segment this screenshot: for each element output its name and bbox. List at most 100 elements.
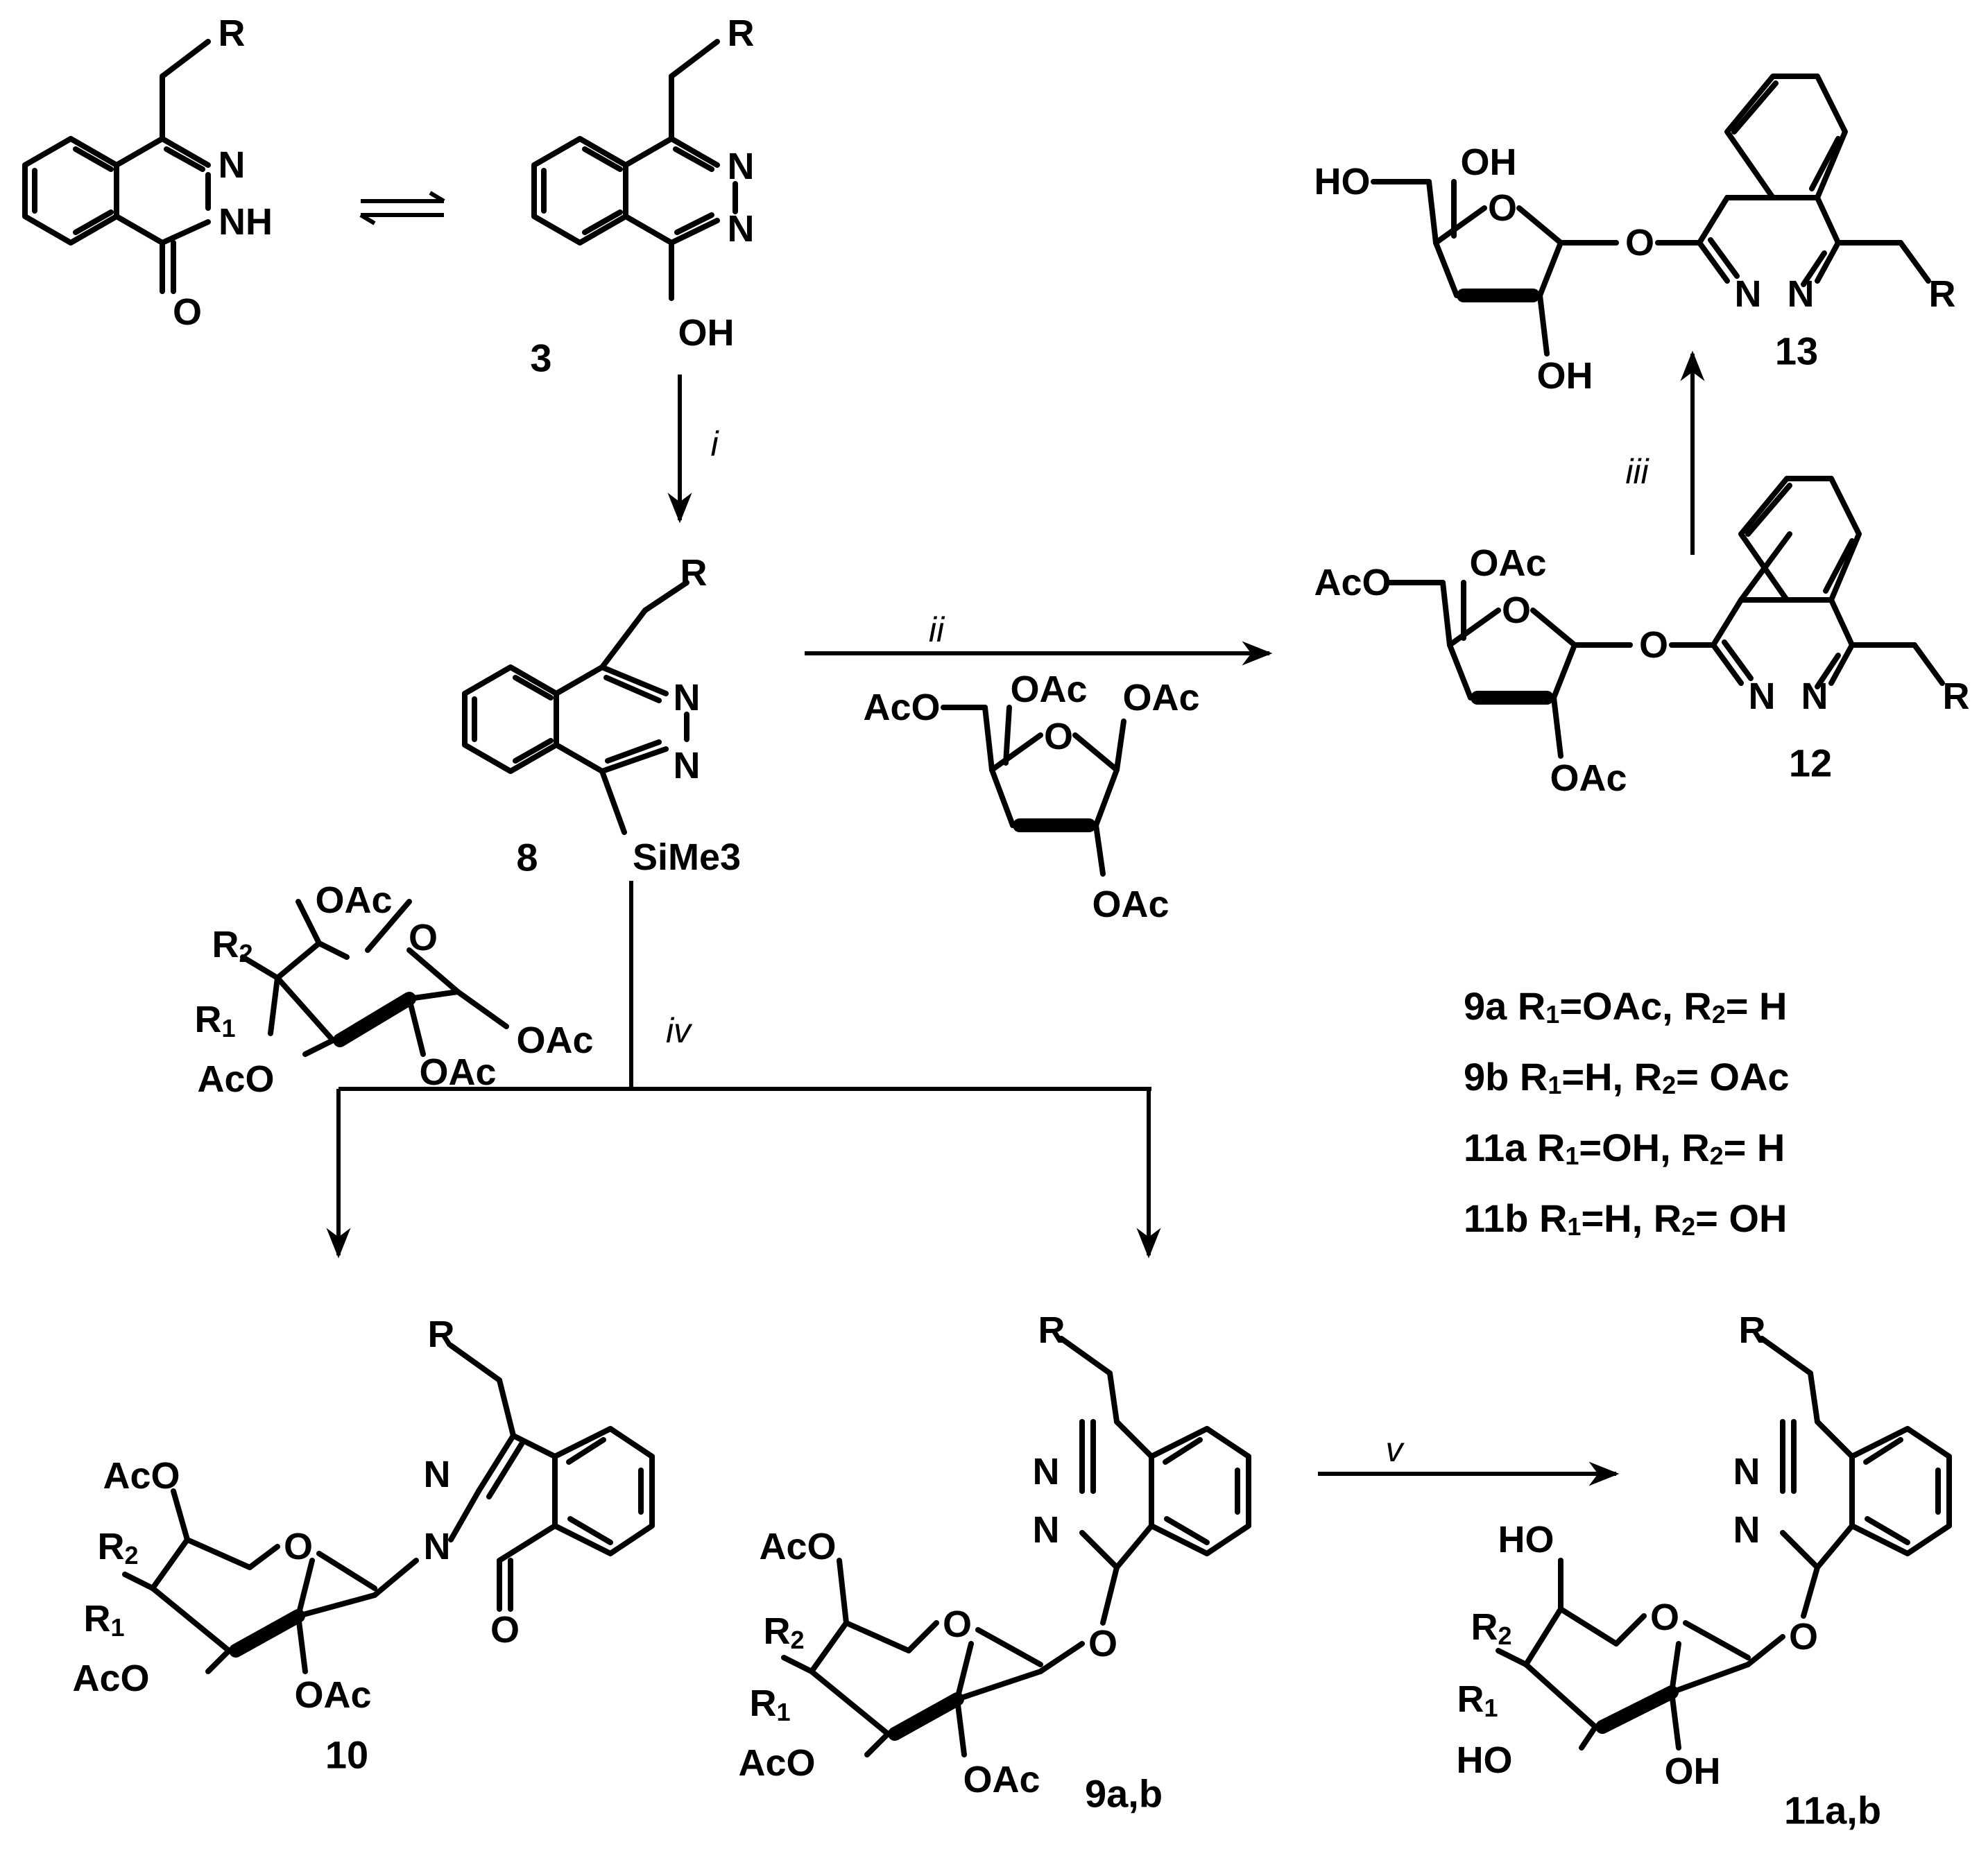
atom-n: N bbox=[1733, 1509, 1760, 1551]
atom-n: N bbox=[1749, 676, 1776, 717]
reagent-iii: iii bbox=[1625, 452, 1649, 491]
atom-oac: OAc bbox=[315, 879, 392, 921]
atom-ho: HO bbox=[1457, 1739, 1513, 1781]
atom-ho: HO bbox=[1314, 161, 1371, 203]
atom-n: N bbox=[424, 1526, 451, 1567]
legend-11b: 11b R1=H, R2= OH bbox=[1464, 1196, 1787, 1241]
atom-n: N bbox=[1788, 273, 1815, 315]
atom-oac: OAc bbox=[516, 1020, 593, 1061]
atom-ring-o: O bbox=[409, 917, 438, 958]
atom-sime3: SiMe3 bbox=[633, 836, 741, 878]
substituent-legend: 9a R1=OAc, R2= H 9b R1=H, R2= OAc 11a R1… bbox=[1464, 984, 1790, 1241]
atom-ring-o: O bbox=[1502, 590, 1531, 631]
compound-label-9ab: 9a,b bbox=[1085, 1772, 1163, 1816]
compound-label-11ab: 11a,b bbox=[1784, 1789, 1881, 1832]
compound-label-8: 8 bbox=[516, 836, 538, 879]
atom-r2: R2 bbox=[763, 1610, 804, 1654]
atom-r1: R1 bbox=[749, 1683, 790, 1726]
atom-o: O bbox=[1625, 222, 1654, 264]
atom-o: O bbox=[1789, 1616, 1818, 1658]
atom-oac: OAc bbox=[1469, 542, 1546, 584]
atom-aco: AcO bbox=[863, 687, 940, 728]
compound-11ab: R N N O HO O R2 R1 OH HO 11a,b bbox=[1457, 1309, 1952, 1832]
atom-oac: OAc bbox=[1550, 757, 1627, 799]
compound-9ab: R N N O AcO O R2 R1 OAc AcO 9a,b bbox=[738, 1309, 1251, 1816]
atom-oac: OAc bbox=[419, 1051, 496, 1093]
atom-n: N bbox=[1735, 273, 1762, 315]
compound-13: HO OH O OH O N N R 13 bbox=[1314, 74, 1956, 397]
atom-oh: OH bbox=[678, 312, 735, 354]
atom-n: N bbox=[1801, 676, 1828, 717]
atom-oac: OAc bbox=[1092, 884, 1169, 925]
reagent-v: v bbox=[1386, 1430, 1405, 1469]
compound-8: R N N SiMe3 8 bbox=[462, 552, 741, 879]
atom-aco: AcO bbox=[103, 1455, 180, 1497]
legend-9b: 9b R1=H, R2= OAc bbox=[1464, 1055, 1790, 1099]
tetra-acetyl-glycopyranose: OAc O R2 R1 OAc OAc AcO bbox=[194, 879, 593, 1100]
compound-label-12: 12 bbox=[1789, 741, 1832, 785]
compound-3: R N N OH 3 bbox=[530, 12, 754, 380]
atom-ring-o: O bbox=[943, 1603, 972, 1645]
atom-n: N bbox=[674, 745, 701, 786]
equilibrium-arrow bbox=[359, 191, 445, 225]
atom-oh: OH bbox=[1665, 1751, 1721, 1792]
atom-oac: OAc bbox=[963, 1759, 1040, 1800]
atom-n: N bbox=[1033, 1451, 1060, 1493]
atom-oac: OAc bbox=[1010, 669, 1087, 710]
atom-oac: OAc bbox=[1122, 677, 1199, 719]
atom-n: N bbox=[1733, 1451, 1760, 1493]
atom-r: R bbox=[1943, 676, 1970, 717]
legend-9a: 9a R1=OAc, R2= H bbox=[1464, 984, 1787, 1029]
atom-r: R bbox=[1038, 1309, 1065, 1351]
atom-oac: OAc bbox=[294, 1674, 371, 1716]
phthalazinone-tautomer: R N NH O bbox=[22, 12, 273, 333]
compound-label-10: 10 bbox=[325, 1733, 368, 1777]
atom-r1: R1 bbox=[1457, 1678, 1498, 1722]
atom-carbonyl-o: O bbox=[490, 1609, 520, 1651]
atom-n: N bbox=[728, 208, 755, 250]
atom-n: N bbox=[424, 1454, 451, 1495]
reagent-i: i bbox=[710, 424, 719, 463]
atom-aco: AcO bbox=[738, 1742, 815, 1784]
atom-ring-o: O bbox=[284, 1526, 313, 1567]
atom-n: N bbox=[728, 146, 755, 187]
atom-r: R bbox=[1929, 273, 1956, 315]
atom-r: R bbox=[728, 12, 755, 54]
atom-ring-o: O bbox=[1650, 1597, 1679, 1638]
compound-label-3: 3 bbox=[530, 336, 551, 380]
compound-label-13: 13 bbox=[1775, 329, 1818, 373]
legend-11a: 11a R1=OH, R2= H bbox=[1464, 1126, 1785, 1170]
atom-r1: R1 bbox=[83, 1598, 124, 1642]
atom-aco: AcO bbox=[197, 1058, 274, 1100]
atom-aco: AcO bbox=[72, 1658, 149, 1699]
atom-aco: AcO bbox=[1314, 562, 1391, 603]
atom-ring-o: O bbox=[1488, 187, 1517, 229]
reagent-iv: iv bbox=[666, 1011, 693, 1050]
atom-o: O bbox=[1639, 624, 1668, 666]
atom-o: O bbox=[1088, 1623, 1117, 1665]
atom-n: N bbox=[674, 677, 701, 719]
arrow-iv bbox=[326, 881, 1161, 1259]
atom-r2: R2 bbox=[97, 1526, 138, 1570]
atom-r: R bbox=[428, 1314, 455, 1355]
atom-r2: R2 bbox=[212, 924, 252, 968]
atom-n: N bbox=[218, 144, 246, 186]
atom-ring-o: O bbox=[1044, 716, 1073, 757]
atom-aco: AcO bbox=[759, 1526, 836, 1567]
atom-oh: OH bbox=[1537, 355, 1593, 397]
atom-nh: NH bbox=[218, 201, 273, 243]
reagent-ii: ii bbox=[929, 610, 945, 649]
tetra-acetyl-ribofuranose: AcO OAc O OAc OAc bbox=[863, 669, 1199, 925]
atom-r: R bbox=[680, 552, 708, 594]
compound-12: AcO OAc O OAc O N N R 12 bbox=[1314, 476, 1970, 799]
atom-ho: HO bbox=[1498, 1519, 1554, 1560]
atom-oh: OH bbox=[1461, 141, 1517, 183]
compound-10: R N N O AcO O R2 R1 OAc AcO 10 bbox=[72, 1314, 655, 1777]
atom-n: N bbox=[1033, 1509, 1060, 1551]
atom-r: R bbox=[218, 12, 246, 54]
atom-r2: R2 bbox=[1471, 1606, 1511, 1650]
atom-carbonyl-o: O bbox=[173, 291, 202, 333]
atom-r: R bbox=[1739, 1309, 1766, 1351]
atom-r1: R1 bbox=[194, 999, 235, 1042]
